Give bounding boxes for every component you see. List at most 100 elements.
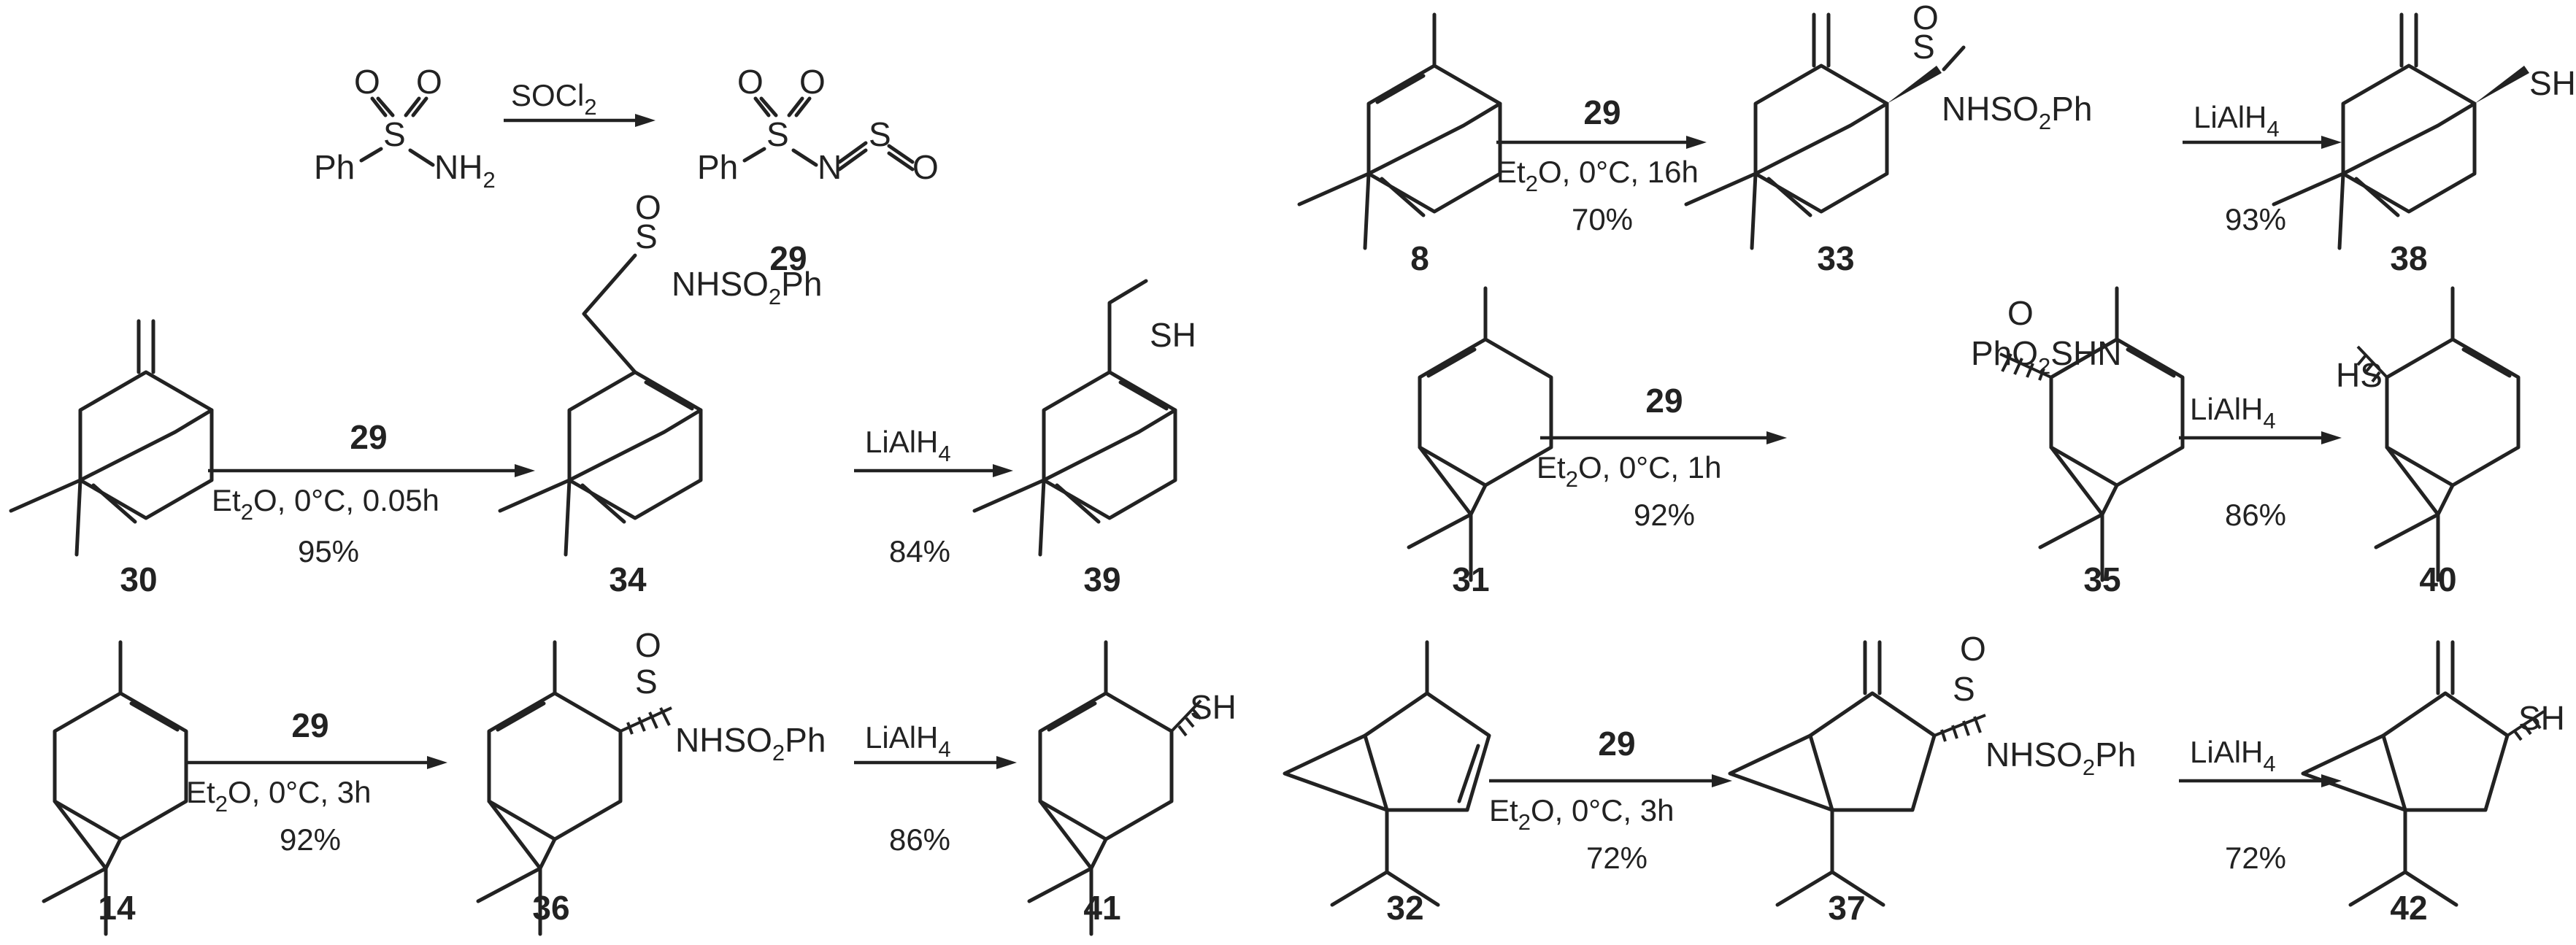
yield-label: 70% xyxy=(1572,202,1633,236)
conditions-label: Et2O, 0°C, 3h xyxy=(1489,793,1675,835)
compound-14 xyxy=(44,640,186,934)
s-label: S xyxy=(869,115,891,153)
nh2-label: NH2 xyxy=(434,148,496,193)
s-label: S xyxy=(1953,670,1975,708)
compound-36 xyxy=(478,640,672,934)
yield-label: 72% xyxy=(1586,841,1648,875)
s-label: S xyxy=(635,217,658,255)
compound-33 xyxy=(1686,12,1966,248)
sulfinyl-amide-label: PhO2SHN xyxy=(1971,334,2121,379)
compound-number: 39 xyxy=(1083,560,1120,598)
compound-8 xyxy=(1299,12,1500,248)
yield-label: 86% xyxy=(2225,498,2286,532)
compound-number: 36 xyxy=(532,889,569,927)
reaction-row-1: 8 29 Et2O, 0°C, 16h 70% S O NHSO2Ph 33 L… xyxy=(1299,0,2576,277)
reaction-row-4: 14 29 Et2O, 0°C, 3h 92% S O NHSO2Ph 36 L… xyxy=(44,626,1237,934)
yield-label: 72% xyxy=(2225,841,2286,875)
reaction-arrow xyxy=(2179,431,2342,444)
sh-label: SH xyxy=(1190,688,1237,726)
reductant-label: LiAlH4 xyxy=(2194,100,2280,142)
compound-31 xyxy=(1409,286,1551,580)
reaction-arrow xyxy=(2183,136,2342,149)
compound-39 xyxy=(974,279,1175,555)
conditions-label: Et2O, 0°C, 0.05h xyxy=(212,483,439,525)
yield-label: 93% xyxy=(2225,202,2286,236)
compound-number: 40 xyxy=(2419,560,2456,598)
reaction-row-5: 32 29 Et2O, 0°C, 3h 72% S O NHSO2Ph 37 L… xyxy=(1285,630,2565,927)
o-label: O xyxy=(2007,294,2034,332)
sh-label: SH xyxy=(2529,64,2576,102)
o-label: O xyxy=(799,63,826,101)
o-label: O xyxy=(1912,0,1939,36)
reductant-label: LiAlH4 xyxy=(865,425,951,466)
compound-number: 37 xyxy=(1828,889,1865,927)
compound-41 xyxy=(1029,640,1202,934)
reagent-formation: Ph S O O NH2 SOCl2 Ph S O O N S O 29 xyxy=(314,63,939,277)
compound-number: 38 xyxy=(2390,239,2427,277)
sulfinyl-amide-label: NHSO2Ph xyxy=(672,265,822,309)
compound-number: 35 xyxy=(2083,560,2121,598)
o-label: O xyxy=(737,63,764,101)
yield-label: 84% xyxy=(889,534,950,568)
o-label: O xyxy=(1960,630,1986,668)
yield-label: 86% xyxy=(889,822,950,857)
reductant-label: LiAlH4 xyxy=(2190,392,2276,433)
s-label: S xyxy=(635,663,658,701)
compound-number: 42 xyxy=(2390,889,2427,927)
reaction-arrow xyxy=(186,756,447,769)
ph-label: Ph xyxy=(314,148,355,186)
reaction-arrow xyxy=(854,464,1013,477)
benzenesulfonamide: Ph S O O NH2 xyxy=(314,63,496,193)
reagent-label: 29 xyxy=(1583,93,1620,131)
conditions-label: Et2O, 0°C, 16h xyxy=(1496,155,1699,196)
o-label: O xyxy=(635,188,661,226)
reaction-row-2: 30 29 Et2O, 0°C, 0.05h 95% S O NHSO2Ph 3… xyxy=(11,188,1196,598)
reaction-arrow xyxy=(1496,136,1707,149)
compound-number: 32 xyxy=(1386,889,1423,927)
yield-label: 95% xyxy=(298,534,359,568)
compound-34 xyxy=(500,253,701,555)
reductant-label: LiAlH4 xyxy=(865,720,951,762)
socl2-arrow: SOCl2 xyxy=(504,78,655,127)
reaction-arrow xyxy=(854,756,1017,769)
conditions-label: Et2O, 0°C, 3h xyxy=(186,775,372,817)
ph-label: Ph xyxy=(697,148,738,186)
compound-number: 29 xyxy=(769,239,807,277)
s-label: S xyxy=(766,115,789,153)
compound-number: 30 xyxy=(120,560,157,598)
n-label: N xyxy=(818,148,842,186)
reaction-arrow xyxy=(2179,774,2342,787)
sulfinyl-amide-label: NHSO2Ph xyxy=(1985,736,2136,780)
reagent-label: 29 xyxy=(350,418,387,456)
compound-number: 34 xyxy=(609,560,647,598)
compound-number: 41 xyxy=(1083,889,1120,927)
compound-32 xyxy=(1285,640,1489,905)
reagent-label: 29 xyxy=(1598,725,1635,763)
o-label: O xyxy=(635,626,661,664)
compound-38 xyxy=(2274,12,2529,248)
compound-30 xyxy=(11,319,212,555)
compound-number: 14 xyxy=(98,889,136,927)
compound-number: 33 xyxy=(1817,239,1854,277)
reaction-arrow xyxy=(1540,431,1787,444)
o-label: O xyxy=(912,148,939,186)
s-label: S xyxy=(383,115,406,153)
reagent-label: 29 xyxy=(291,706,328,744)
sh-label: SH xyxy=(1150,316,1196,354)
compound-number: 31 xyxy=(1452,560,1489,598)
hs-label: HS xyxy=(2336,356,2383,394)
socl2-label: SOCl2 xyxy=(511,78,597,120)
sulfinyl-amide-label: NHSO2Ph xyxy=(1942,90,2092,134)
s-label: S xyxy=(1912,28,1935,66)
compound-40 xyxy=(2356,286,2518,580)
compound-35 xyxy=(1999,286,2183,580)
reaction-arrow xyxy=(208,464,535,477)
compound-42 xyxy=(2303,640,2545,905)
reaction-row-3: 31 29 Et2O, 0°C, 1h 92% PhO2SHN O 35 LiA… xyxy=(1409,286,2518,598)
compound-number: 8 xyxy=(1410,239,1429,277)
sulfinyl-amide-label: NHSO2Ph xyxy=(675,721,826,765)
conditions-label: Et2O, 0°C, 1h xyxy=(1537,450,1722,492)
reagent-label: 29 xyxy=(1645,382,1683,420)
o-label: O xyxy=(354,63,380,101)
